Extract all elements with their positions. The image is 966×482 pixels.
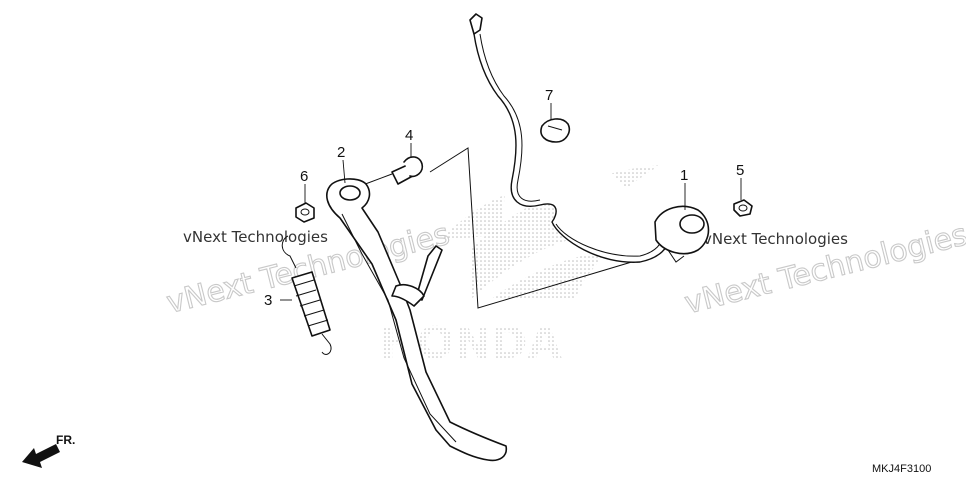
- guide-lines: [429, 147, 656, 309]
- callout-7: 7: [545, 87, 553, 104]
- part-clamp: [540, 118, 571, 143]
- svg-text:vNext Technologies: vNext Technologies: [183, 228, 328, 246]
- part-pivot-bolt: [359, 156, 424, 187]
- watermark-right: vNext Technologies vNext Technologies: [681, 217, 966, 322]
- part-side-stand-switch: [469, 13, 710, 263]
- callout-1: 1: [680, 167, 688, 184]
- callout-4: 4: [405, 127, 413, 144]
- svg-text:vNext Technologies: vNext Technologies: [703, 230, 848, 248]
- callout-5: 5: [736, 162, 744, 179]
- front-direction-indicator: FR.: [22, 433, 75, 468]
- callout-2: 2: [337, 144, 345, 161]
- front-direction-label: FR.: [56, 433, 75, 447]
- part-spring: [281, 235, 332, 355]
- part-side-stand: [326, 178, 508, 462]
- leader-lines: [280, 103, 742, 301]
- part-nut-5: [733, 199, 753, 217]
- part-nut-6: [295, 202, 315, 223]
- callout-3: 3: [264, 292, 272, 309]
- callout-6: 6: [300, 168, 308, 185]
- diagram-code: MKJ4F3100: [872, 463, 931, 475]
